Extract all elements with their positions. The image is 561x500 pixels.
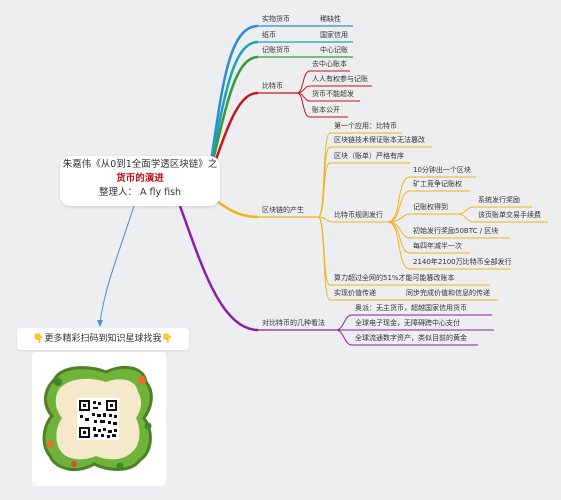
node-rule-item[interactable]: 矿工竞争记账权 [413,180,462,188]
node-chain-value[interactable]: 实现价值传递 [334,289,376,297]
node-view-item[interactable]: 全球电子现金，无障碍跨中心支付 [355,319,460,327]
root-subtitle: 货币的演进 [116,173,164,184]
node-btc-child[interactable]: 账本公开 [312,106,340,114]
node-chain-tamper[interactable]: 区块链技术保证账本无法篡改 [334,136,425,144]
node-rules[interactable]: 比特币规则发行 [334,211,383,219]
node-zhibi-child[interactable]: 国家信用 [320,31,348,39]
node-chain-power[interactable]: 算力超过全网的51%才能可能篡改账本 [334,274,455,282]
node-right-child[interactable]: 该页账单交易手续费 [478,211,541,219]
qr-code-card[interactable] [32,352,166,486]
node-shiwu-child[interactable]: 稀缺性 [320,15,341,23]
node-shiwu[interactable]: 实物货币 [262,15,290,23]
node-chain-order[interactable]: 区块（账单）严格有序 [334,152,404,160]
root-title: 朱嘉伟《从0到1全面学透区块链》之 [62,159,218,170]
node-btc-child[interactable]: 人人有权参与记账 [312,75,368,83]
node-rule-item[interactable]: 2140年2100万比特币全部发行 [413,258,512,266]
node-right-child[interactable]: 系统发行奖励 [478,196,520,204]
node-btc-child[interactable]: 去中心账本 [312,60,347,68]
node-rule-item[interactable]: 10分钟出一个区块 [413,166,471,174]
promo-banner: 👇更多精彩扫码到知识星球找我👇 [17,328,189,350]
link-view [178,205,259,332]
qr-code-image [42,365,153,472]
node-chain[interactable]: 区块链的产生 [262,206,304,214]
node-btc[interactable]: 比特币 [262,82,283,90]
link-jizhang [208,55,259,173]
link-zhibi [208,40,259,171]
node-jizhang-child[interactable]: 中心记账 [320,46,348,54]
node-rule-item[interactable]: 初始发行奖励50BTC / 区块 [413,227,499,235]
node-rule-item[interactable]: 每四年减半一次 [413,242,462,250]
link-shiwu [208,24,259,169]
arrowhead [97,320,103,327]
root-node[interactable]: 朱嘉伟《从0到1全面学透区块链》之 货币的演进 整理人： A fly fish [60,156,220,206]
node-view[interactable]: 对比特币的几种看法 [262,319,325,327]
node-rule-right[interactable]: 记账权得到 [413,203,448,211]
arrow-to-promo [99,205,135,324]
node-view-item[interactable]: 奥派：无主货币，超越国家信用货币 [355,304,467,312]
root-author: 整理人： A fly fish [98,187,182,198]
node-chain-first[interactable]: 第一个应用：比特币 [334,122,397,130]
node-zhibi[interactable]: 纸币 [262,31,276,39]
node-jizhang[interactable]: 记账货币 [262,46,290,54]
node-btc-child[interactable]: 货币不能超发 [312,90,354,98]
node-view-item[interactable]: 全球流通数字资产，类似目前的黄金 [355,334,467,342]
node-chain-value-child[interactable]: 同步完成价值和信息的传递 [406,289,490,297]
